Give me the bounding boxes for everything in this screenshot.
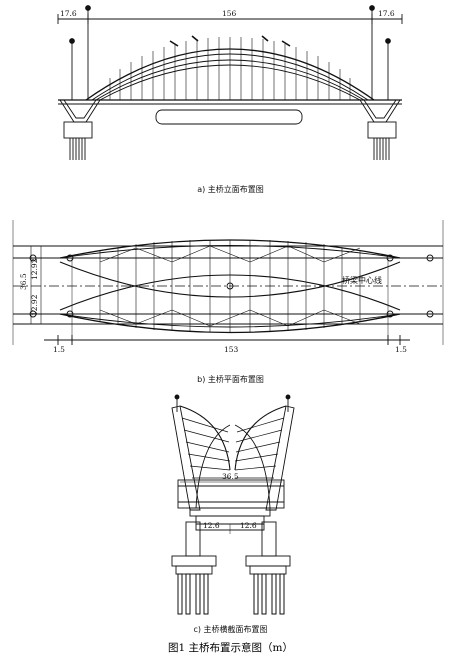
plan-dim-half-b: 12.92 (30, 294, 39, 316)
plan-dim-right: 1.5 (395, 345, 407, 354)
elevation-dim-right: 17.6 (378, 9, 395, 18)
plan-dim-width-total: 36.5 (19, 273, 28, 290)
elevation-dim-left: 17.6 (60, 9, 77, 18)
plan-centerline-label: 桥梁中心线 (342, 275, 382, 285)
elevation-dim-main: 156 (222, 9, 237, 18)
plan-dim-left: 1.5 (53, 345, 65, 354)
elevation-caption: a) 主桥立面布置图 (197, 185, 264, 194)
plan-dim-main: 153 (224, 345, 239, 354)
figure-title: 图1 主桥布置示意图（m） (168, 642, 293, 654)
plan-view (12, 220, 444, 345)
plan-dim-half-a: 12.92 (30, 258, 39, 280)
section-dim-right: 12.6 (240, 521, 257, 530)
section-view (171, 394, 295, 615)
elevation-view (57, 5, 403, 160)
section-caption: c) 主桥横截面布置图 (193, 625, 268, 634)
section-dim-left: 12.6 (203, 521, 220, 530)
section-dim-deck-width: 36.5 (222, 472, 239, 481)
plan-caption: b) 主桥平面布置图 (197, 375, 264, 384)
